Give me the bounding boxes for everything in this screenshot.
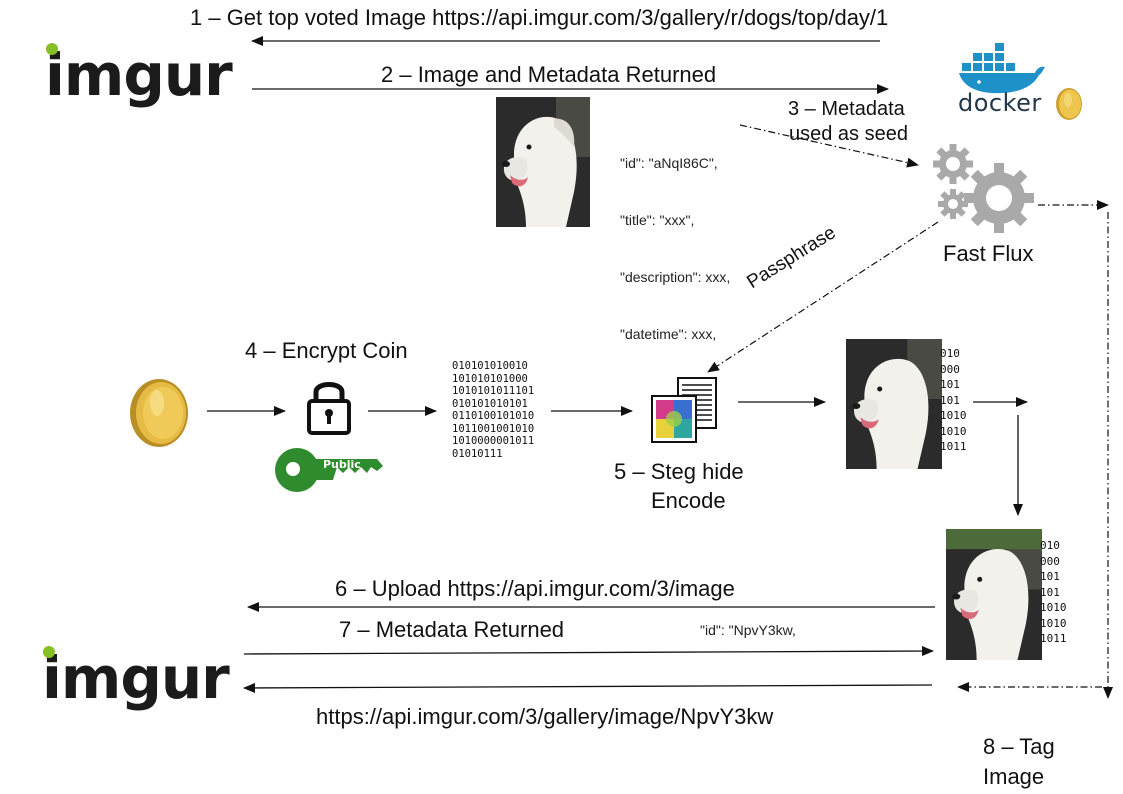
- public-key-icon: Public: [273, 445, 385, 495]
- imgur-dot-icon: [43, 646, 55, 658]
- step8-label-line1: 8 – Tag: [983, 734, 1055, 759]
- public-key-label: Public: [323, 458, 361, 471]
- arrow-step3: [739, 124, 919, 168]
- steg-document-icon: [651, 377, 717, 443]
- metadata-title: "title": "xxx",: [620, 212, 695, 228]
- docker-logo: docker: [955, 42, 1050, 117]
- step2-label: 2 – Image and Metadata Returned: [381, 62, 717, 87]
- step6-label: 6 – Upload https://api.imgur.com/3/image: [335, 576, 735, 601]
- gold-coin-icon: [130, 379, 188, 447]
- step5-label-line2: Encode: [651, 488, 726, 513]
- fast-flux-label: Fast Flux: [943, 241, 1034, 266]
- docker-whale-icon: [959, 43, 1045, 94]
- metadata-block: "id": "aNqI86C", "title": "xxx", "descri…: [620, 116, 730, 363]
- final-url-label: https://api.imgur.com/3/gallery/image/Np…: [316, 704, 774, 729]
- metadata-datetime: "datetime": xxx,: [620, 326, 717, 342]
- binary-stream: 010101010010 101010101000 1010101011101 …: [452, 360, 535, 460]
- step8-label-line2: Image: [983, 764, 1045, 789]
- binary-side-uploaded: 010 000 101 101 1010 1010 1011: [1040, 539, 1067, 645]
- imgur-logo-text: imgur: [42, 644, 230, 712]
- returned-id: "id": "NpvY3kw,: [700, 622, 796, 638]
- padlock-icon: [307, 382, 351, 435]
- dog-photo-top: [496, 97, 590, 227]
- step1-label: 1 – Get top voted Image https://api.imgu…: [190, 5, 889, 30]
- imgur-logo-top: imgur: [45, 42, 233, 106]
- step3-label-line1: 3 – Metadata: [788, 98, 905, 120]
- binary-side-encoded: 010 000 101 101 1010 1010 1011: [940, 347, 967, 453]
- imgur-logo-text: imgur: [45, 41, 233, 109]
- imgur-logo-bottom: imgur: [42, 645, 230, 709]
- metadata-id: "id": "aNqI86C",: [620, 155, 718, 171]
- arrow-final-url: [243, 682, 933, 693]
- imgur-dot-icon: [46, 43, 58, 55]
- step5-label-line1: 5 – Steg hide: [614, 459, 744, 484]
- gears-icon: [933, 144, 1034, 233]
- metadata-description: "description": xxx,: [620, 269, 731, 285]
- arrow-step7: [243, 646, 934, 657]
- step7-label: 7 – Metadata Returned: [339, 617, 565, 642]
- arrow-passphrase: [707, 221, 939, 373]
- step4-label: 4 – Encrypt Coin: [245, 338, 408, 363]
- dog-photo-encoded: [846, 339, 942, 469]
- docker-wordmark: docker: [958, 89, 1042, 117]
- gold-coin-small-icon: [1056, 88, 1082, 120]
- dog-photo-uploaded: [946, 529, 1042, 660]
- step3-label-line2: used as seed: [789, 123, 908, 145]
